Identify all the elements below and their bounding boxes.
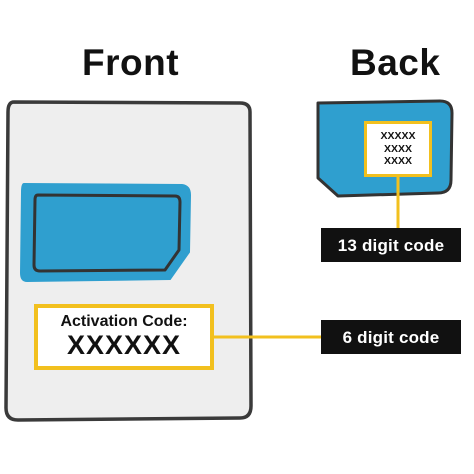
- back-code-line: XXXX: [383, 142, 412, 155]
- back-code-line: XXXX: [383, 155, 412, 168]
- activation-code-label: Activation Code:: [60, 313, 188, 331]
- front-sim-chip-outline: [32, 193, 182, 273]
- back-code-box: XXXXX XXXX XXXX: [364, 121, 432, 177]
- front-heading: Front: [82, 42, 180, 83]
- six-digit-label: 6 digit code: [321, 320, 461, 354]
- back-code-line: XXXXX: [380, 130, 416, 143]
- activation-code-box: Activation Code: XXXXXX: [34, 304, 214, 370]
- back-heading: Back: [350, 42, 441, 83]
- activation-code-value: XXXXXX: [66, 329, 182, 360]
- front-sim-chip: [19, 182, 192, 283]
- thirteen-digit-label: 13 digit code: [321, 228, 461, 262]
